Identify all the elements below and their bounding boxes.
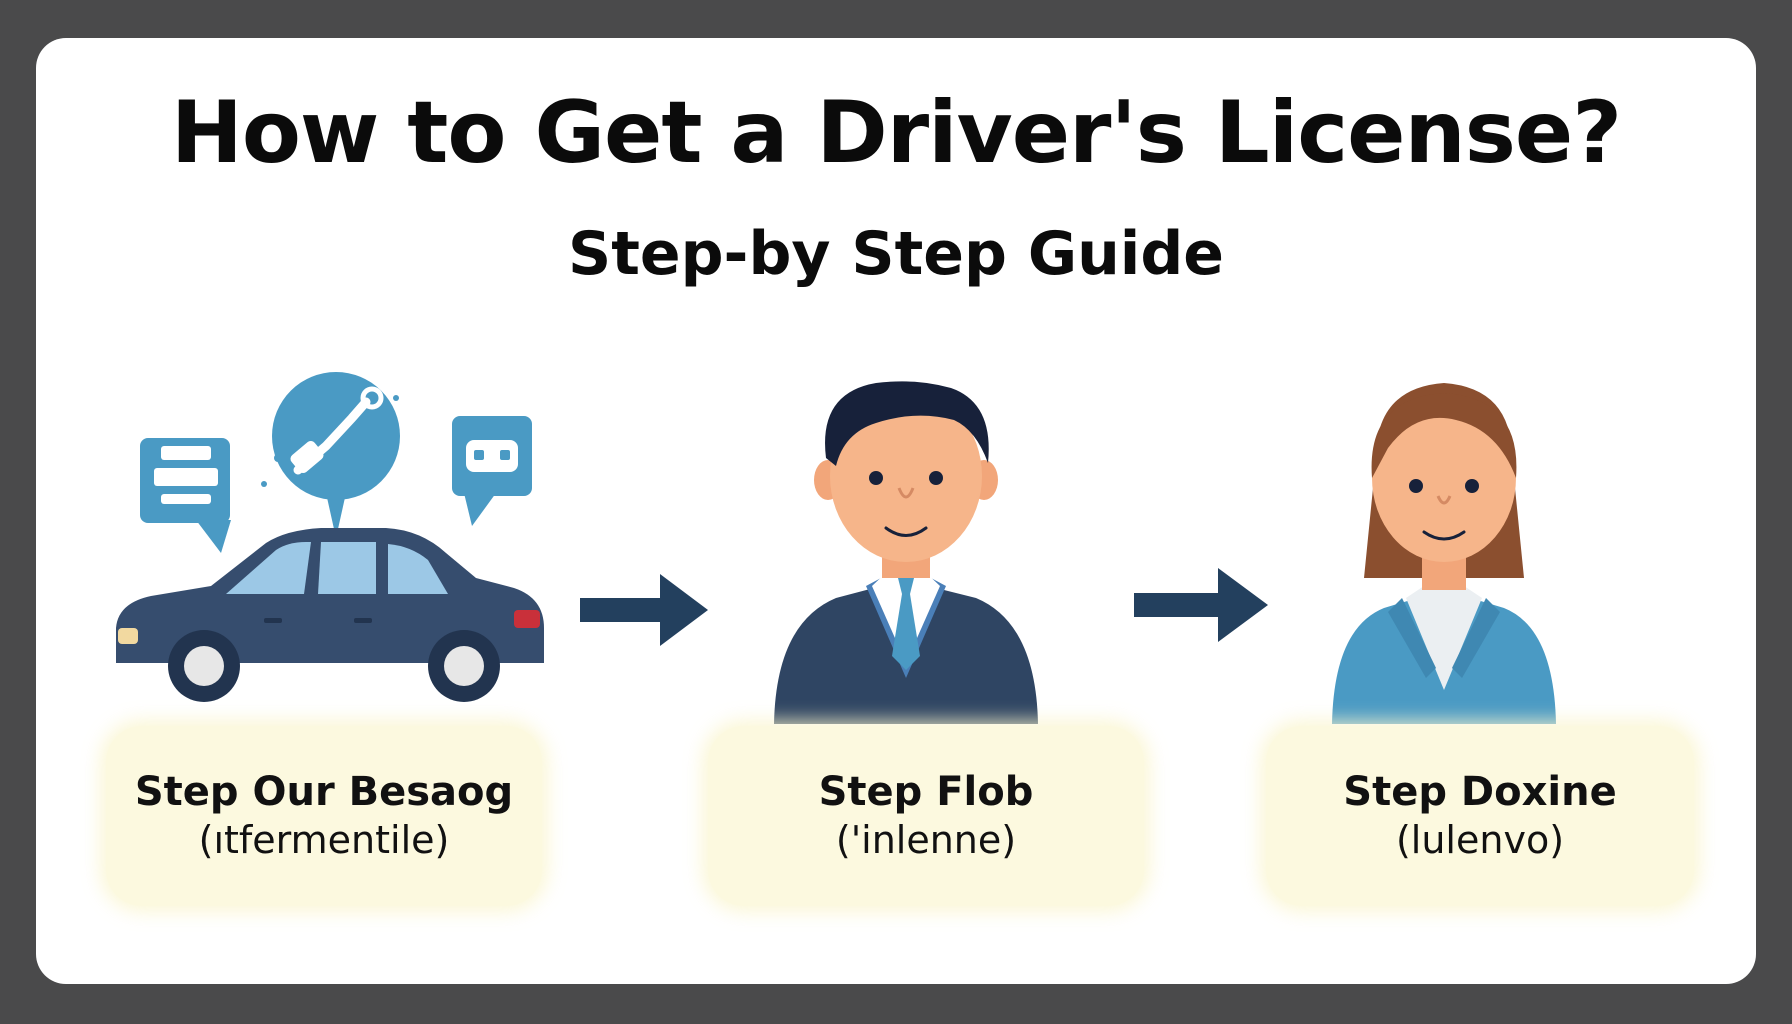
step-subtitle: (lulenvo) [1395,818,1565,863]
step-subtitle: ('inlenne) [835,818,1017,863]
infographic-card: How to Get a Driver's License? Step-by S… [36,38,1756,984]
step-box-3: Step Doxine (lulenvo) [1266,726,1694,906]
step-title: Step Doxine [1343,769,1617,816]
wrench-bubble-icon [261,372,400,538]
woman-avatar [1332,383,1556,724]
arrow-right-icon [1134,568,1268,642]
step-subtitle: (ıtfermentile) [198,818,450,863]
man-avatar [774,381,1038,724]
document-bubble-icon [140,438,231,553]
step-title: Step Our Besaog [134,769,514,816]
car-icon [116,528,544,702]
step-box-2: Step Flob ('inlenne) [708,726,1144,906]
page-title: How to Get a Driver's License? [170,83,1622,183]
arrow-right-icon [580,574,708,646]
step-box-1: Step Our Besaog (ıtfermentile) [106,726,542,906]
page-subtitle: Step-by Step Guide [568,219,1224,289]
step-title: Step Flob [818,769,1034,816]
car-bubble-icon [452,416,532,526]
